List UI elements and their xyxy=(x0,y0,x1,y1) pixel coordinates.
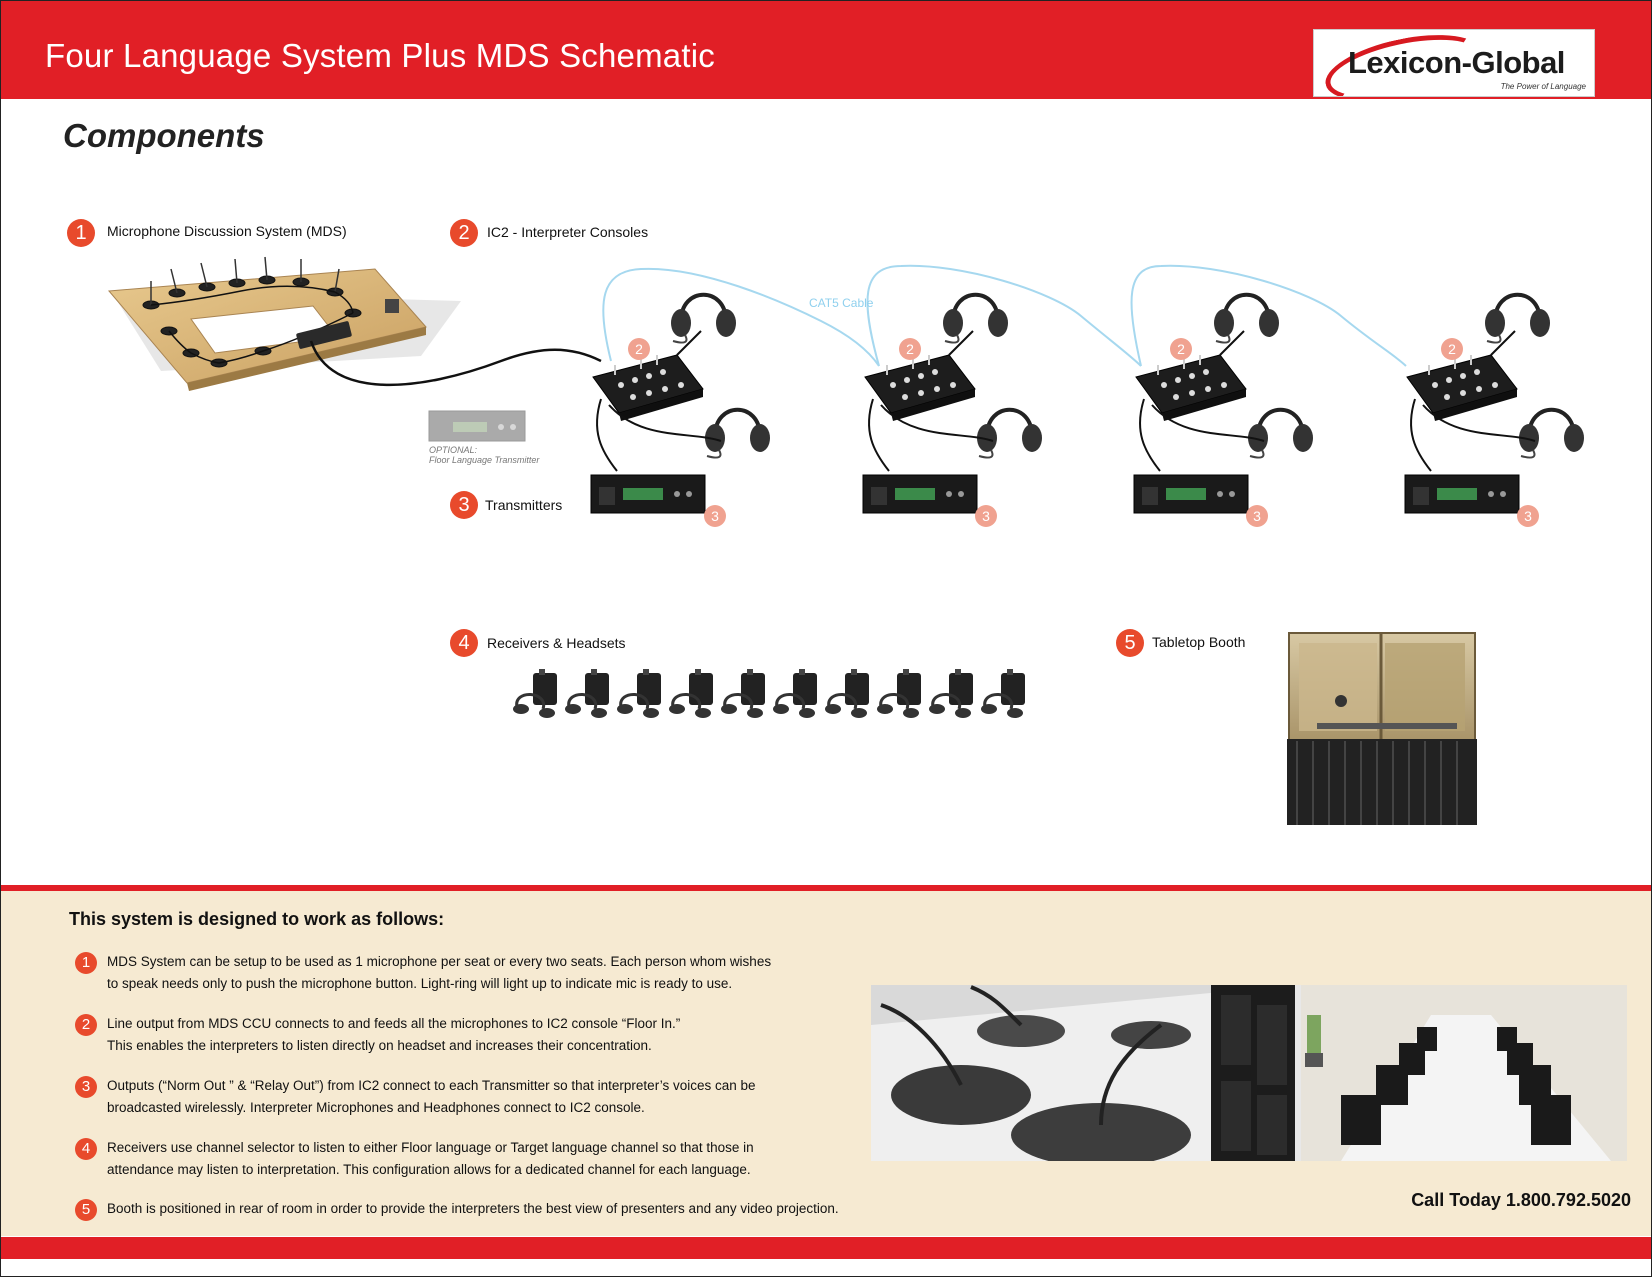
console-marker-1: 2 xyxy=(628,338,650,360)
optional-floor-transmitter xyxy=(428,410,526,442)
call-to-action: Call Today 1.800.792.5020 xyxy=(1411,1190,1631,1210)
component-1-badge: 1 xyxy=(67,219,95,247)
step-3-text: Outputs (“Norm Out ” & “Relay Out”) from… xyxy=(107,1078,756,1115)
mds-conference-table xyxy=(107,256,461,391)
ic2-console xyxy=(592,354,704,421)
page-title: Four Language System Plus MDS Schematic xyxy=(45,37,715,74)
step-5-text: Booth is positioned in rear of room in o… xyxy=(107,1201,839,1216)
component-3-badge: 3 xyxy=(450,491,478,519)
component-2-badge: 2 xyxy=(450,219,478,247)
step-1-badge: 1 xyxy=(75,952,97,974)
bottom-divider xyxy=(1,885,1651,891)
logo-text: Lexicon-Global xyxy=(1348,45,1565,80)
transmitter-unit xyxy=(590,474,706,514)
component-1-label: Microphone Discussion System (MDS) xyxy=(107,223,347,239)
cat5-cables xyxy=(602,264,1407,367)
conference-photo-illustration xyxy=(871,985,1627,1161)
interpreter-station-1 xyxy=(590,292,770,514)
how-it-works-title: This system is designed to work as follo… xyxy=(69,909,445,929)
components-heading: Components xyxy=(63,117,265,154)
step-4-badge: 4 xyxy=(75,1138,97,1160)
component-4-badge: 4 xyxy=(450,629,478,657)
receivers-row xyxy=(513,667,1027,720)
step-2-text: Line output from MDS CCU connects to and… xyxy=(107,1016,681,1053)
tabletop-booth xyxy=(1287,632,1477,825)
component-5-badge: 5 xyxy=(1116,629,1144,657)
console-marker-4: 2 xyxy=(1441,338,1463,360)
transmitter-marker-4: 3 xyxy=(1517,505,1539,527)
step-1-text: MDS System can be setup to be used as 1 … xyxy=(107,954,772,991)
cat5-cable-label: CAT5 Cable xyxy=(809,296,874,310)
logo-tagline: The Power of Language xyxy=(1500,82,1586,91)
conference-photos xyxy=(871,985,1627,1161)
headset-bottom-icon xyxy=(705,407,770,459)
headset-top-icon xyxy=(671,292,736,344)
step-3-badge: 3 xyxy=(75,1076,97,1098)
mds-line-cable xyxy=(309,340,602,386)
component-3-label: Transmitters xyxy=(485,497,563,513)
component-4-label: Receivers & Headsets xyxy=(487,635,626,651)
brand-logo: Lexicon-Global The Power of Language xyxy=(1313,29,1595,97)
transmitter-marker-1: 3 xyxy=(704,505,726,527)
optional-label: OPTIONAL: xyxy=(429,445,478,455)
step-4-text: Receivers use channel selector to listen… xyxy=(107,1140,754,1177)
transmitter-marker-3: 3 xyxy=(1246,505,1268,527)
console-marker-2: 2 xyxy=(899,338,921,360)
step-5-badge: 5 xyxy=(75,1199,97,1221)
footer-bar xyxy=(1,1237,1651,1259)
component-5-label: Tabletop Booth xyxy=(1152,634,1246,650)
header-bar: Four Language System Plus MDS Schematic … xyxy=(1,1,1651,99)
system-diagram: CAT5 Cable OPTIONAL: Floor Language Tran… xyxy=(107,256,1586,825)
console-marker-3: 2 xyxy=(1170,338,1192,360)
receiver-icon xyxy=(513,669,557,718)
step-2-badge: 2 xyxy=(75,1014,97,1036)
transmitter-marker-2: 3 xyxy=(975,505,997,527)
component-2-label: IC2 - Interpreter Consoles xyxy=(487,224,649,240)
optional-sub-label: Floor Language Transmitter xyxy=(429,455,540,465)
